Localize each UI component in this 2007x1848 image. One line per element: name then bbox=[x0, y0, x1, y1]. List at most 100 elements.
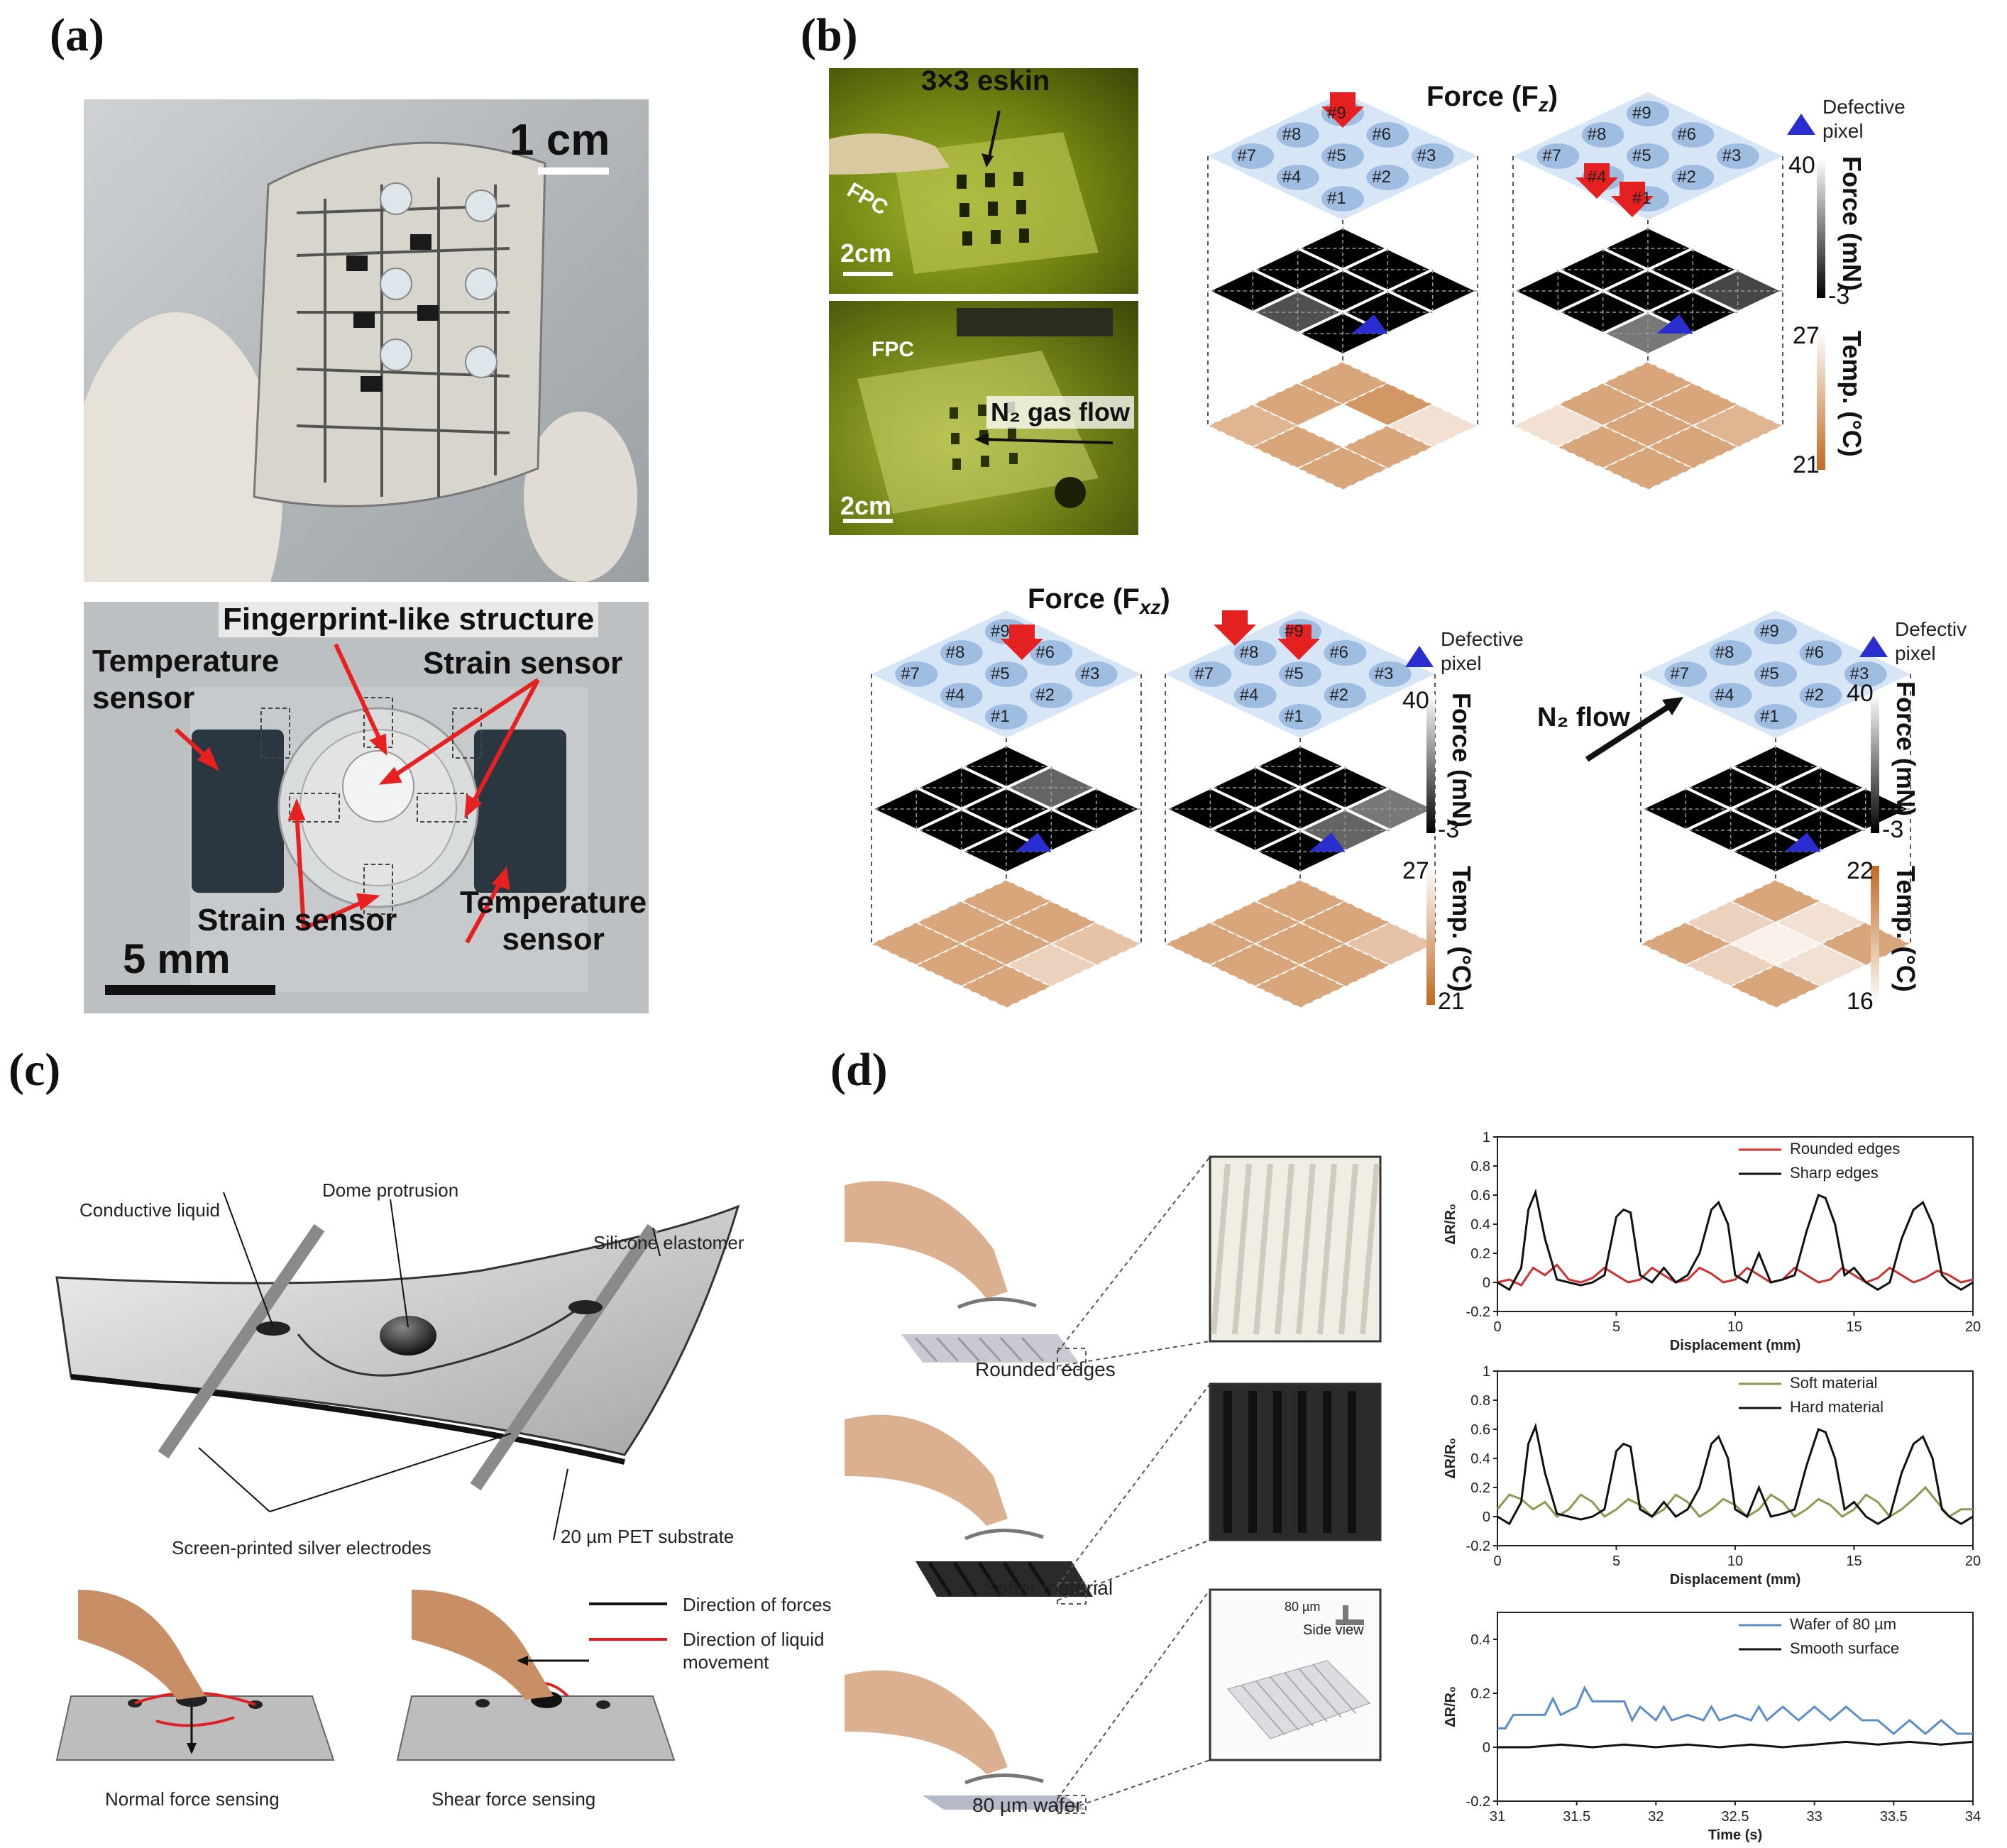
cb3-force-axis: Force (mN) bbox=[1891, 681, 1920, 817]
x-tick-label: 10 bbox=[1727, 1319, 1743, 1335]
pixel-label: #6 bbox=[1805, 643, 1825, 662]
cb1-force-axis: Force (mN) bbox=[1837, 156, 1866, 292]
n2-flow-label: N₂ flow bbox=[1537, 703, 1630, 732]
legend-label: Sharp edges bbox=[1790, 1164, 1879, 1182]
dome-protrusion bbox=[380, 1316, 436, 1355]
n2-flow-arrowhead bbox=[1662, 697, 1683, 715]
pixel-label: #8 bbox=[945, 643, 965, 662]
liquid-sensor-illustration bbox=[55, 1192, 740, 1761]
temp-colorbar-2 bbox=[1426, 866, 1435, 1005]
liquid-reservoir-left bbox=[256, 1321, 290, 1336]
pixel-label: #7 bbox=[1542, 146, 1562, 165]
pixel-label: #1 bbox=[1632, 189, 1651, 208]
pixel-ellipse bbox=[1324, 683, 1367, 708]
plot-frame bbox=[1497, 1370, 1974, 1546]
pixel-ellipse bbox=[1366, 122, 1409, 148]
y-tick-label: 0 bbox=[1483, 1509, 1490, 1525]
temperature-cell bbox=[1296, 446, 1390, 491]
wafer-caption: 80 µm wafer bbox=[972, 1794, 1082, 1816]
x-axis-label: Displacement (mm) bbox=[1670, 1338, 1801, 1353]
pixel-ellipse bbox=[1709, 683, 1752, 708]
x-tick-label: 33 bbox=[1807, 1809, 1822, 1825]
pixel-ellipse bbox=[1366, 165, 1409, 190]
legend-forces-label: Direction of forces bbox=[683, 1594, 832, 1615]
y-tick-label: 0.6 bbox=[1470, 1422, 1490, 1438]
scale-bar-label: 1 cm bbox=[510, 116, 610, 165]
pixel-ellipse bbox=[1276, 122, 1319, 148]
defective-triangle-icon bbox=[1859, 636, 1888, 657]
x-tick-label: 5 bbox=[1612, 1319, 1620, 1335]
series-line bbox=[1497, 1685, 1973, 1735]
cb2-force-axis: Force (mN) bbox=[1447, 693, 1476, 828]
eskin-photo-top: 3×3 eskin FPC 2cm bbox=[829, 68, 1138, 294]
temperature-cell bbox=[1601, 446, 1695, 491]
force-arrow-icon bbox=[1576, 163, 1618, 199]
temperature-cell bbox=[959, 964, 1053, 1009]
force-arrow-icon bbox=[1214, 610, 1256, 646]
x-tick-label: 20 bbox=[1965, 1319, 1981, 1335]
cb1-force-max: 40 bbox=[1788, 152, 1815, 179]
temperature-sensor-right-label: Temperature sensor bbox=[460, 884, 647, 958]
plot-frame bbox=[1497, 1612, 1974, 1802]
pixel-ellipse bbox=[1231, 143, 1275, 169]
force-arrow-icon bbox=[1001, 625, 1043, 660]
temp-left-line1: Temperature bbox=[92, 644, 280, 678]
shear-force-label: Shear force sensing bbox=[431, 1788, 596, 1810]
pixel-ellipse bbox=[1189, 661, 1232, 687]
pixel-label: #1 bbox=[1760, 707, 1779, 726]
silicone-elastomer-label: Silicone elastomer bbox=[593, 1232, 744, 1253]
cb2-temp-max: 27 bbox=[1402, 857, 1429, 884]
defective-pixel-marker bbox=[1015, 832, 1052, 852]
panel-label-d: (d) bbox=[830, 1044, 888, 1096]
gas-flow-label: N₂ gas flow bbox=[986, 396, 1135, 429]
scale-bar-5mm bbox=[105, 985, 275, 995]
pixel-label: #4 bbox=[1282, 167, 1302, 187]
x-tick-label: 32 bbox=[1648, 1809, 1664, 1825]
force-colorbar-1 bbox=[1817, 159, 1825, 298]
pixel-ellipse bbox=[1233, 683, 1277, 708]
pixel-label: #5 bbox=[1327, 146, 1346, 165]
dome-protrusion-label: Dome protrusion bbox=[322, 1179, 459, 1201]
force-fz-title-text: Force (F bbox=[1426, 81, 1539, 112]
cb3-force-max: 40 bbox=[1847, 680, 1874, 707]
temperature-cell bbox=[1729, 964, 1822, 1009]
pixel-label: #9 bbox=[1632, 104, 1651, 123]
pixel-label: #5 bbox=[1632, 146, 1651, 165]
pixel-ellipse bbox=[1279, 661, 1321, 687]
y-tick-label: -0.2 bbox=[1466, 1304, 1490, 1320]
temperature-sensor-left-label: Temperature sensor bbox=[92, 643, 279, 717]
flexible-skin-photo: 1 cm bbox=[84, 99, 649, 582]
pixel-ellipse bbox=[1671, 165, 1715, 190]
cb1-temp-min: 21 bbox=[1793, 451, 1820, 478]
force-fxz-title: Force (Fxz) bbox=[1028, 583, 1170, 618]
defective-triangle-icon bbox=[1787, 114, 1815, 135]
defective-3-line1: Defectiv bbox=[1895, 618, 1967, 640]
force-fxz-subscript: xz bbox=[1139, 596, 1161, 618]
y-axis-label: ΔR/R₀ bbox=[1443, 1438, 1458, 1479]
pet-substrate-label: 20 µm PET substrate bbox=[561, 1526, 735, 1547]
pixel-label: #6 bbox=[1329, 643, 1349, 662]
pixel-ellipse bbox=[940, 640, 983, 666]
cb3-temp-min: 16 bbox=[1847, 988, 1874, 1015]
temp-colorbar-1 bbox=[1817, 331, 1825, 470]
pixel-label: #8 bbox=[1282, 125, 1302, 144]
pixel-label: #4 bbox=[1587, 167, 1607, 187]
pixel-label: #8 bbox=[1239, 643, 1259, 662]
cb3-force-min: -3 bbox=[1882, 816, 1904, 843]
y-tick-label: 0.8 bbox=[1470, 1159, 1490, 1175]
x-axis-label: Displacement (mm) bbox=[1670, 1572, 1801, 1588]
cb1-temp-axis: Temp. (°C) bbox=[1837, 331, 1866, 457]
pixel-label: #6 bbox=[1372, 125, 1392, 144]
x-tick-label: 34 bbox=[1965, 1809, 1981, 1825]
y-tick-label: 0 bbox=[1483, 1275, 1490, 1291]
pixel-label: #7 bbox=[1194, 664, 1214, 683]
pixel-label: #5 bbox=[1285, 664, 1304, 683]
series-line bbox=[1497, 1740, 1974, 1749]
pixel-ellipse bbox=[1754, 704, 1797, 730]
force-arrow-icon bbox=[1611, 182, 1654, 217]
pixel-label: #6 bbox=[1035, 643, 1055, 662]
pixel-ellipse bbox=[1581, 122, 1624, 148]
fingerprint-structure-label: Fingerprint-like structure bbox=[219, 602, 599, 637]
side-view-thickness: 80 µm bbox=[1285, 1600, 1321, 1614]
pixel-label: #3 bbox=[1080, 664, 1100, 683]
